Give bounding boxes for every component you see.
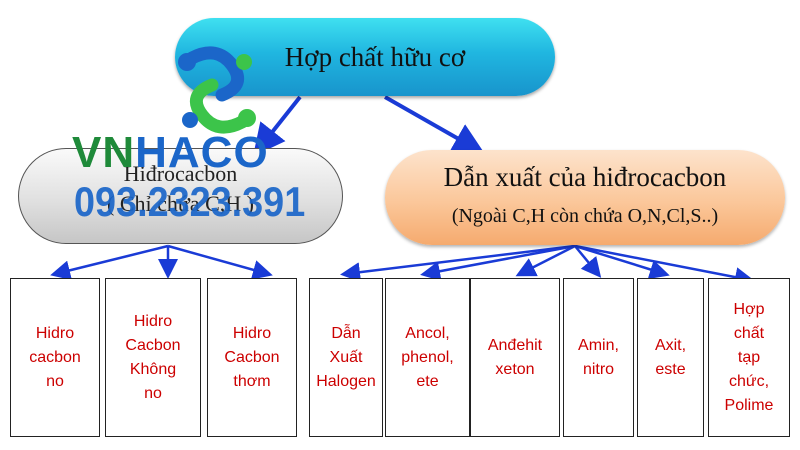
arrow-to-leaf-4: [340, 244, 576, 283]
arrow-root-to-hydrocarbon: [253, 95, 302, 157]
leaf-label: Hidro cacbon no: [29, 324, 81, 390]
leaf-box-1: Hidro cacbon no: [10, 278, 100, 437]
root-node: Hợp chất hữu cơ: [175, 18, 555, 96]
leaf-label: Hợp chất tạp chức, Polime: [724, 300, 774, 414]
arrow-to-leaf-1: [50, 244, 169, 281]
leaf-label: Axit, este: [654, 336, 687, 378]
arrow-to-leaf-7: [574, 245, 602, 278]
leaf-label: Hidro Cacbon Không no: [125, 312, 181, 402]
leaf-box-4: Dẫn Xuất Halogen: [309, 278, 383, 437]
arrow-to-leaf-6: [515, 244, 576, 277]
leaf-box-9: Hợp chất tạp chức, Polime: [708, 278, 790, 437]
leaf-label: Anđehit xeton: [487, 336, 543, 378]
arrow-to-leaf-8: [574, 244, 670, 280]
leaf-box-5: Ancol, phenol, ete: [385, 278, 470, 437]
leaf-box-6: Anđehit xeton: [470, 278, 560, 437]
arrow-to-leaf-5: [420, 244, 576, 282]
hydrocarbon-node: Hiđrocacbon ( Chỉ chứa C,H ): [18, 148, 343, 244]
leaf-label: Dẫn Xuất Halogen: [316, 324, 376, 390]
leaf-box-2: Hidro Cacbon Không no: [105, 278, 201, 437]
arrow-root-to-derivatives: [384, 95, 485, 154]
hydrocarbon-subtitle: ( Chỉ chứa C,H ): [107, 191, 254, 216]
root-label: Hợp chất hữu cơ: [284, 41, 466, 72]
arrow-to-leaf-9: [574, 244, 755, 287]
derivatives-title: Dẫn xuất của hiđrocacbon: [443, 162, 727, 192]
leaf-label: Hidro Cacbon thơm: [224, 324, 280, 390]
leaf-box-7: Amin, nitro: [563, 278, 634, 437]
leaf-label: Amin, nitro: [578, 336, 619, 378]
leaf-box-3: Hidro Cacbon thơm: [207, 278, 297, 437]
arrow-to-leaf-3: [167, 244, 273, 280]
leaf-label: Ancol, phenol, ete: [401, 324, 454, 390]
hydrocarbon-title: Hiđrocacbon: [123, 161, 238, 186]
derivatives-subtitle: (Ngoài C,H còn chứa O,N,Cl,S..): [451, 205, 719, 227]
derivatives-node: Dẫn xuất của hiđrocacbon (Ngoài C,H còn …: [385, 150, 785, 245]
leaf-box-8: Axit, este: [637, 278, 704, 437]
